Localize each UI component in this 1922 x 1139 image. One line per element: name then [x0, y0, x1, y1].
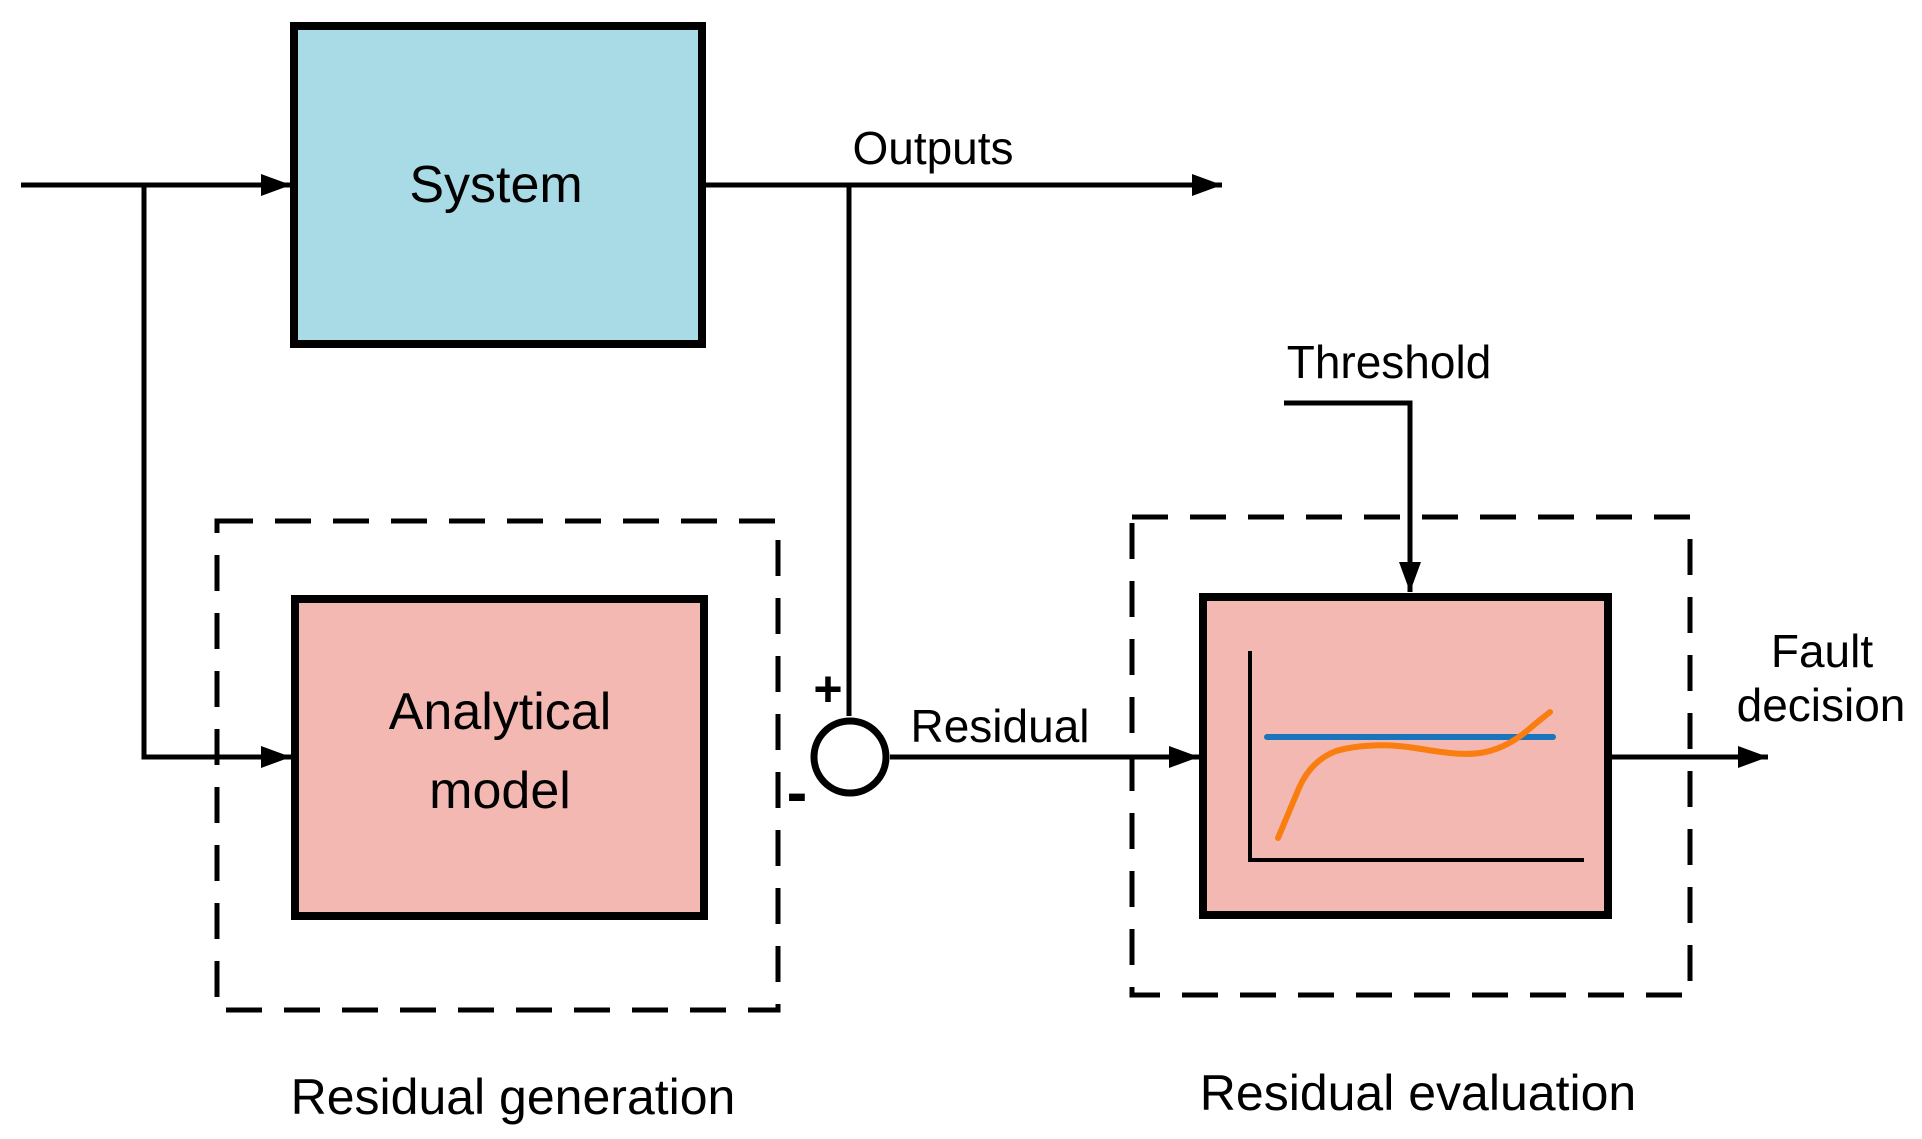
summation-junction [810, 717, 890, 797]
residual-label: Residual [911, 700, 1090, 752]
fault-decision-label-line2: decision [1737, 679, 1906, 731]
system-block-label: System [409, 156, 582, 214]
analytical-model-label-line1: Analytical [389, 683, 612, 741]
residual-evaluation-zone [1129, 514, 1693, 998]
summation-plus-sign: + [813, 661, 842, 717]
residual-generation-caption: Residual generation [291, 1069, 736, 1125]
threshold-label: Threshold [1287, 336, 1492, 388]
analytical-model-block [291, 595, 708, 920]
mini-plot-residual-curve [1275, 709, 1553, 841]
residual-evaluation-caption: Residual evaluation [1200, 1065, 1636, 1121]
residual-evaluation-block [1199, 593, 1612, 919]
outputs-label: Outputs [852, 122, 1013, 174]
analytical-model-label-line2: model [429, 762, 571, 820]
summation-minus-sign: - [787, 759, 808, 828]
threshold-arrow [1284, 400, 1421, 592]
input-branch-arrow [141, 185, 291, 768]
fault-decision-label-line1: Fault [1771, 625, 1873, 677]
system-block [290, 22, 706, 348]
